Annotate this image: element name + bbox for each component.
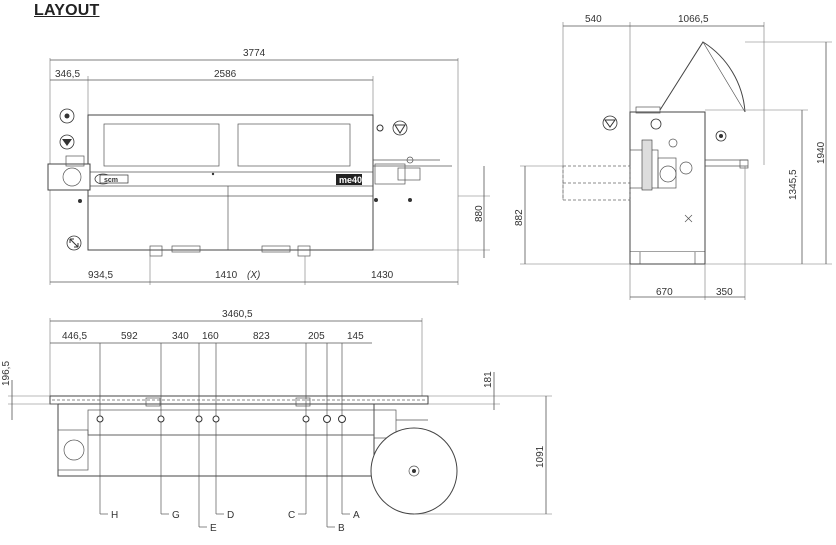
- dim-top-total: 3460,5: [222, 309, 253, 320]
- dim-top-d7: 145: [347, 331, 364, 342]
- dim-bottom-left: 934,5: [88, 270, 113, 281]
- dim-side-top-right: 1066,5: [678, 14, 709, 25]
- point-label-b: B: [338, 523, 345, 534]
- logo-text: scm: [104, 177, 118, 184]
- point-label-g: G: [172, 510, 180, 521]
- dim-bottom-center-note: (X): [247, 270, 260, 281]
- dim-side-top-left: 540: [585, 14, 602, 25]
- page-title: LAYOUT: [34, 2, 100, 19]
- dim-side-overall-height: 1940: [816, 141, 827, 164]
- dim-left-overhang: 346,5: [55, 69, 80, 80]
- ground-symbol-icon: [602, 115, 618, 131]
- front-view: 3774 346,5 2586 scm: [47, 48, 490, 285]
- dim-side-bottom-left: 670: [656, 287, 673, 298]
- top-view: 3460,5 446,5 592 340 160 823 205 145: [1, 309, 552, 534]
- ground-symbol-icon: [59, 134, 75, 150]
- dim-top-d5: 823: [253, 331, 270, 342]
- air-inlet-icon: [392, 120, 408, 136]
- dim-side-bottom-right: 350: [716, 287, 733, 298]
- dim-total-length: 3774: [243, 48, 266, 59]
- scm-logo: scm: [94, 173, 129, 185]
- dim-top-d2: 592: [121, 331, 138, 342]
- point-label-d: D: [227, 510, 234, 521]
- dim-bottom-right: 1430: [371, 270, 394, 281]
- point-label-a: A: [353, 510, 360, 521]
- dim-height: 880: [474, 205, 485, 222]
- point-label-h: H: [111, 510, 118, 521]
- dim-top-d6: 205: [308, 331, 325, 342]
- point-label-c: C: [288, 510, 295, 521]
- dim-body-length: 2586: [214, 69, 237, 80]
- dim-top-d4: 160: [202, 331, 219, 342]
- side-view: 540 1066,5: [514, 14, 832, 300]
- dim-top-left-vertical: 196,5: [1, 361, 12, 386]
- dim-top-d1: 446,5: [62, 331, 87, 342]
- dim-bottom-center: 1410: [215, 270, 238, 281]
- dim-top-right-depth: 1091: [535, 445, 546, 468]
- dim-top-d3: 340: [172, 331, 189, 342]
- point-label-e: E: [210, 523, 217, 534]
- brand-label: me40: [339, 175, 362, 185]
- dim-side-mid-height: 1345,5: [788, 169, 799, 200]
- dust-extraction-icon: [59, 108, 75, 124]
- rotation-arrows-icon: [66, 235, 82, 251]
- dim-top-right-offset: 181: [483, 371, 494, 388]
- dim-side-table-height: 882: [514, 209, 525, 226]
